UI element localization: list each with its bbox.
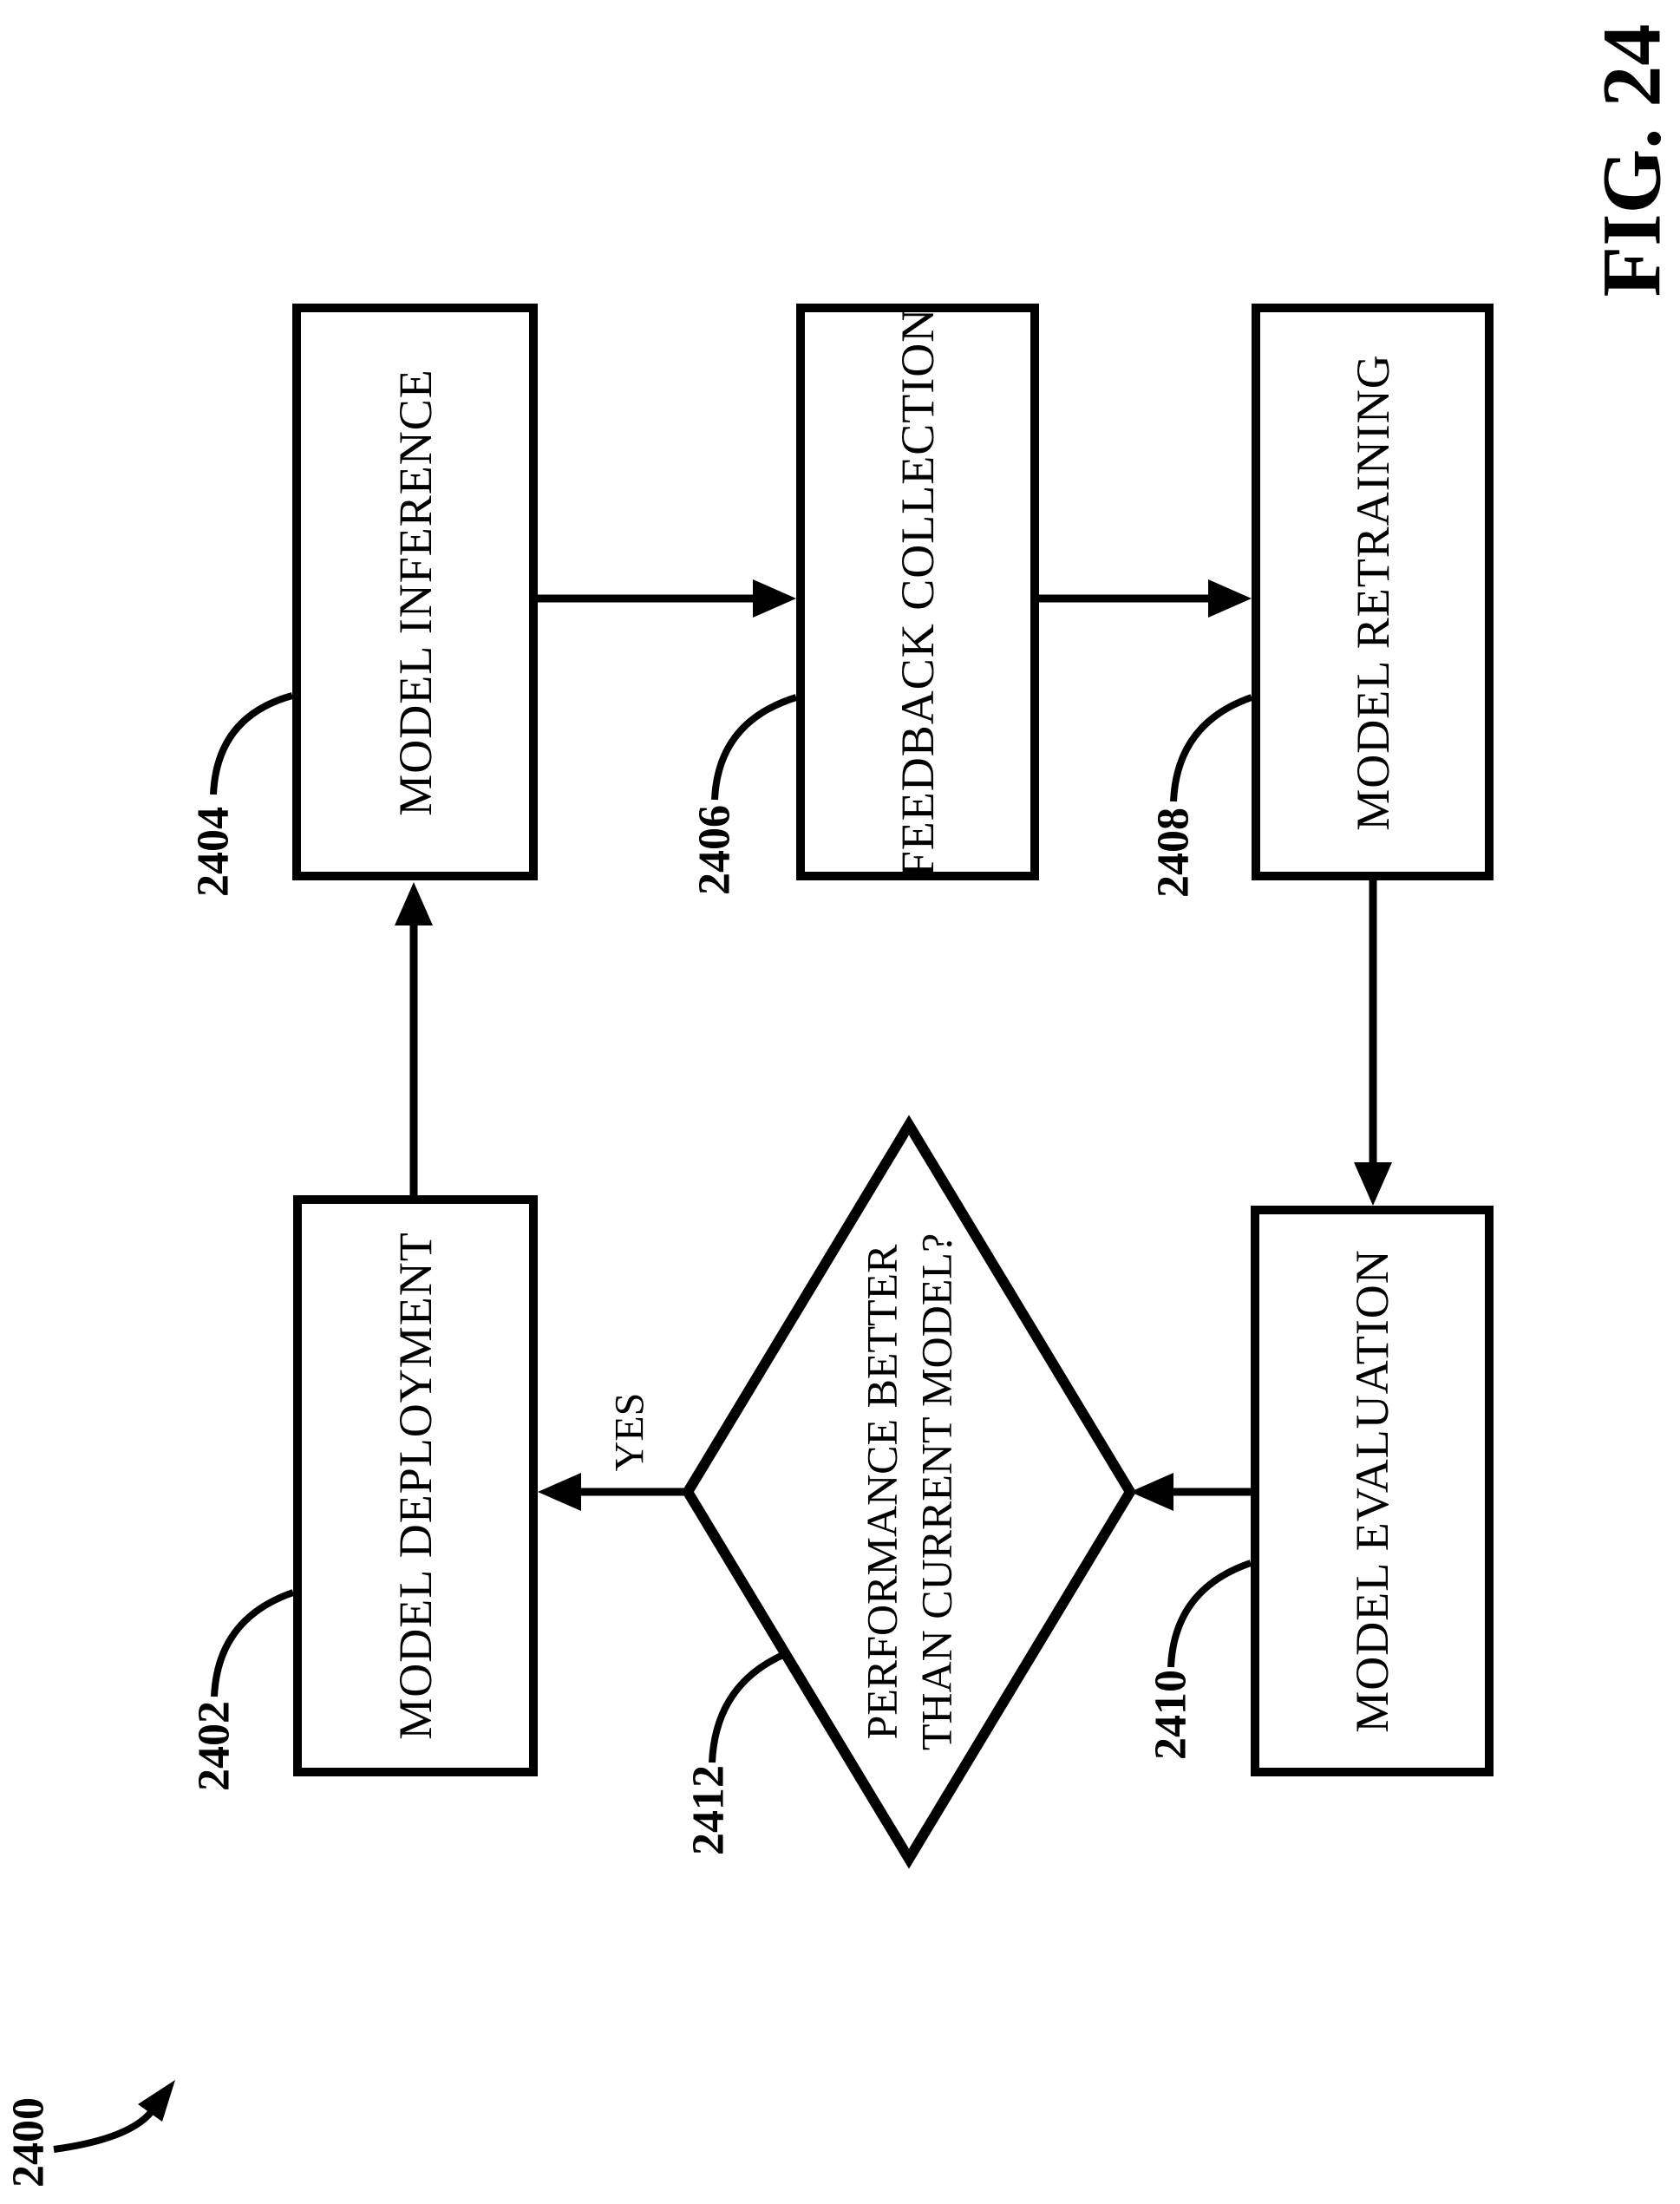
arrowhead-into-feedback bbox=[753, 579, 796, 618]
ref-2404: 2404 bbox=[188, 807, 239, 897]
ref-2410: 2410 bbox=[1146, 1670, 1196, 1760]
ref-2402: 2402 bbox=[189, 1701, 239, 1791]
leader-arrow-2400 bbox=[53, 2109, 155, 2153]
ref-2412: 2412 bbox=[683, 1765, 734, 1855]
leader-line-2406 bbox=[711, 694, 798, 801]
edge-yes-label: YES bbox=[606, 1392, 653, 1472]
arrowhead-2400 bbox=[138, 2080, 175, 2122]
node-model-retraining-label: MODEL RETRAINING bbox=[1346, 353, 1399, 831]
figure-title: FIG. 24 bbox=[1585, 23, 1678, 298]
node-model-deployment-label: MODEL DEPLOYMENT bbox=[389, 1232, 441, 1740]
arrowhead-into-retraining bbox=[1208, 579, 1252, 618]
arrowhead-into-inference bbox=[395, 882, 433, 925]
node-model-inference-label: MODEL INFERENCE bbox=[389, 368, 441, 816]
node-feedback-collection: FEEDBACK COLLECTION bbox=[796, 304, 1039, 880]
leader-line-2404 bbox=[210, 692, 294, 795]
node-decision-label: PERFORMANCE BETTER THAN CURRENT MODEL? bbox=[855, 1233, 964, 1750]
leader-line-2402 bbox=[211, 1589, 295, 1697]
leader-line-2412 bbox=[709, 1651, 787, 1763]
node-decision: PERFORMANCE BETTER THAN CURRENT MODEL? bbox=[688, 1125, 1130, 1859]
arrowhead-into-deployment bbox=[538, 1473, 581, 1511]
decision-label-line1: PERFORMANCE BETTER bbox=[857, 1244, 906, 1740]
leader-line-2410 bbox=[1167, 1560, 1252, 1668]
ref-2400: 2400 bbox=[3, 2097, 54, 2188]
decision-diamond bbox=[681, 1115, 1137, 1869]
arrowhead-into-decision bbox=[1130, 1473, 1173, 1511]
leader-line-2408 bbox=[1170, 694, 1253, 802]
decision-label-line2: THAN CURRENT MODEL? bbox=[912, 1233, 960, 1751]
node-model-retraining: MODEL RETRAINING bbox=[1252, 304, 1494, 880]
node-model-evaluation-label: MODEL EVALUATION bbox=[1346, 1249, 1398, 1733]
arrowhead-into-evaluation bbox=[1354, 1162, 1392, 1206]
ref-2408: 2408 bbox=[1148, 808, 1199, 898]
node-model-deployment: MODEL DEPLOYMENT bbox=[293, 1195, 538, 1776]
node-feedback-collection-label: FEEDBACK COLLECTION bbox=[892, 307, 944, 877]
node-model-evaluation: MODEL EVALUATION bbox=[1251, 1206, 1494, 1776]
ref-2406: 2406 bbox=[690, 805, 740, 895]
node-model-inference: MODEL INFERENCE bbox=[292, 304, 538, 880]
